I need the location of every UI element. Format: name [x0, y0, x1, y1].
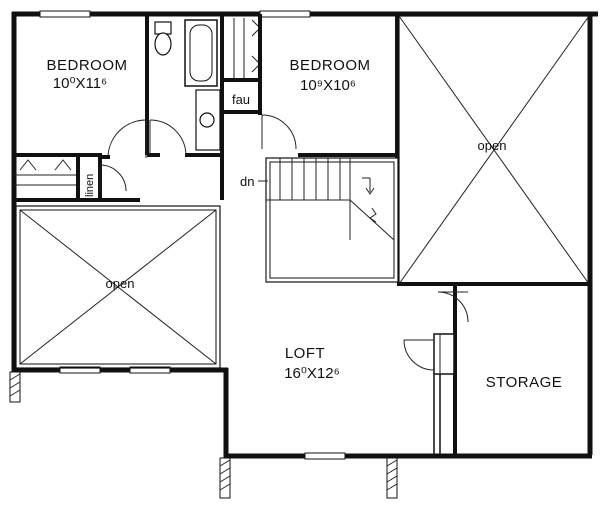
- bedroom-left-name: BEDROOM: [46, 57, 127, 74]
- bedroom-left: [14, 14, 149, 202]
- storage-name: STORAGE: [486, 374, 563, 391]
- loft-name: LOFT: [285, 345, 325, 362]
- linen-label: linen: [84, 174, 96, 197]
- toilet-tank-icon: [154, 21, 172, 35]
- fau-closet: [220, 14, 297, 150]
- windows-bottom: [59, 366, 346, 460]
- bathroom: [147, 14, 224, 157]
- stairs: [258, 157, 399, 283]
- open-area-right-label: open: [478, 138, 507, 153]
- open-area-left: [15, 205, 221, 369]
- bedroom-right-name: BEDROOM: [289, 57, 370, 74]
- open-area-right: [397, 15, 590, 286]
- open-area-left-label: open: [106, 276, 135, 291]
- toilet-icon: [154, 32, 172, 56]
- bedroom-left-dimensions: 10⁰X11⁶: [53, 75, 107, 92]
- sink-icon: [199, 112, 215, 128]
- piers: [9, 371, 398, 499]
- bedroom-right-dimensions: 10⁹X10⁶: [300, 77, 356, 94]
- loft-dimensions: 16⁰X12⁶: [284, 365, 340, 382]
- bedroom-right: [220, 14, 399, 200]
- storage: [403, 284, 469, 456]
- fau-label: fau: [232, 92, 250, 107]
- stair-down-label: dn: [240, 174, 254, 189]
